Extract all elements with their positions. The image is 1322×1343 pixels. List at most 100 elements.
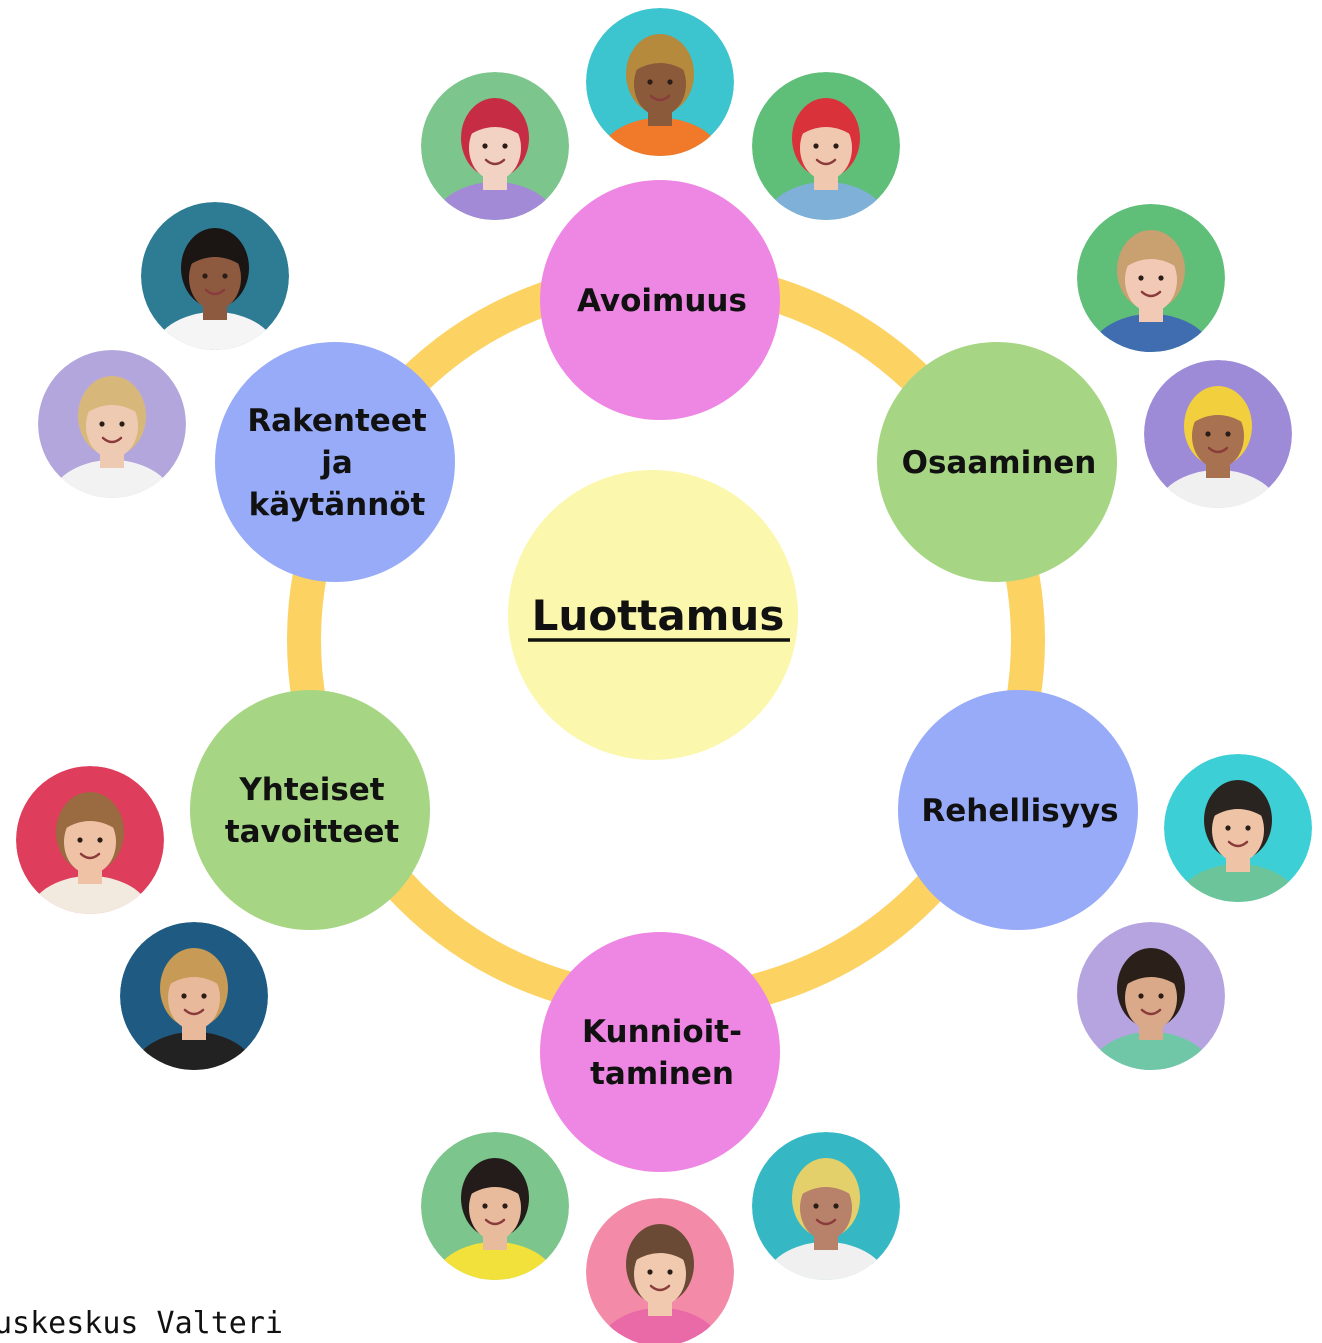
avatar-eye	[1205, 431, 1211, 437]
node-rehellisyys: Rehellisyys	[898, 690, 1138, 930]
center-label: Luottamus	[532, 591, 785, 640]
avatar-eye	[222, 273, 228, 279]
node-circle-rakenteet-ja-kaytannot	[215, 342, 455, 582]
avatar-eye	[1138, 993, 1144, 999]
avatar-eye	[181, 993, 187, 999]
avatar-shoulders	[1089, 1032, 1213, 1070]
node-label-avoimuus: Avoimuus	[577, 283, 747, 319]
avatar-face	[800, 116, 852, 180]
avatar-shoulders	[50, 460, 174, 498]
avatar-smile	[484, 1218, 506, 1226]
avatar-hairline	[82, 391, 142, 416]
avatar-shoulders	[1176, 864, 1300, 902]
avatar-smile	[815, 158, 837, 166]
node-yhteiset-tavoitteet: Yhteiset tavoitteet	[190, 690, 430, 930]
avatar-hairline	[1188, 401, 1248, 426]
avatar-smile	[1140, 290, 1162, 298]
portrait-short-dark-hair	[1164, 754, 1312, 902]
avatar-eye	[1158, 993, 1164, 999]
avatar-smile	[1227, 840, 1249, 848]
avatar-hairline	[796, 113, 856, 138]
node-avoimuus: Avoimuus	[540, 180, 780, 420]
avatar-eye	[201, 993, 207, 999]
node-circle-rehellisyys	[898, 690, 1138, 930]
avatar-face	[1125, 248, 1177, 312]
avatar-shoulders	[28, 876, 152, 914]
avatar-face	[86, 394, 138, 458]
avatar-eye	[502, 1203, 508, 1209]
avatar-shoulders	[764, 182, 888, 220]
node-rakenteet-ja-kaytannot: Rakenteet ja käytännöt	[215, 342, 455, 582]
avatar-eye	[97, 837, 103, 843]
avatar-eye	[502, 143, 508, 149]
avatar-shoulders	[132, 1032, 256, 1070]
avatar-shoulders	[153, 312, 277, 350]
avatar-smile	[101, 436, 123, 444]
avatar-smile	[204, 288, 226, 296]
avatar-eye	[813, 1203, 819, 1209]
node-circle-kunnioittaminen	[540, 932, 780, 1172]
avatar-smile	[815, 1218, 837, 1226]
avatar-eye	[119, 421, 125, 427]
portrait-ponytail	[586, 1198, 734, 1343]
node-circle-avoimuus	[540, 180, 780, 420]
avatar-hairline	[164, 963, 224, 988]
node-label-rehellisyys: Rehellisyys	[921, 793, 1118, 829]
avatar-face	[1192, 404, 1244, 468]
node-label-kunnioittaminen: taminen	[590, 1056, 734, 1092]
portrait-wavy-blonde	[38, 350, 186, 498]
avatar-face	[469, 1176, 521, 1240]
footer-credit: uskeskus Valteri	[0, 1306, 283, 1341]
avatar-hairline	[1121, 245, 1181, 270]
portrait-smiling-man	[120, 922, 268, 1070]
node-label-rakenteet-ja-kaytannot: käytännöt	[249, 487, 426, 523]
avatar-face	[800, 1176, 852, 1240]
avatar-face	[634, 52, 686, 116]
center-circle	[508, 470, 798, 760]
portrait-red-hair	[421, 72, 569, 220]
avatar-hairline	[185, 243, 245, 268]
node-label-rakenteet-ja-kaytannot: ja	[319, 445, 353, 481]
avatar-smile	[183, 1008, 205, 1016]
avatar-hairline	[796, 1173, 856, 1198]
node-label-yhteiset-tavoitteet: Yhteiset	[238, 772, 384, 808]
avatar-face	[168, 966, 220, 1030]
avatar-face	[634, 1242, 686, 1306]
value-nodes: AvoimuusOsaaminenRehellisyysKunnioit-tam…	[190, 180, 1138, 1172]
avatar-hairline	[1208, 795, 1268, 820]
portrait-blonde-bun	[1077, 204, 1225, 352]
node-label-osaaminen: Osaaminen	[902, 445, 1097, 481]
avatar-shoulders	[764, 1242, 888, 1280]
node-label-yhteiset-tavoitteet: tavoitteet	[225, 814, 400, 850]
avatar-eye	[482, 1203, 488, 1209]
avatar-shoulders	[1089, 314, 1213, 352]
avatar-eye	[667, 79, 673, 85]
avatar-smile	[649, 1284, 671, 1292]
node-label-kunnioittaminen: Kunnioit-	[582, 1014, 742, 1050]
avatar-smile	[484, 158, 506, 166]
avatar-face	[1125, 966, 1177, 1030]
avatar-smile	[1140, 1008, 1162, 1016]
portrait-red-beret	[752, 72, 900, 220]
avatar-eye	[1138, 275, 1144, 281]
center-node: Luottamus	[508, 470, 798, 760]
avatar-shoulders	[433, 1242, 557, 1280]
avatar-smile	[649, 94, 671, 102]
avatar-eye	[1245, 825, 1251, 831]
avatar-eye	[813, 143, 819, 149]
avatar-hairline	[630, 1239, 690, 1264]
portrait-avatars	[16, 8, 1312, 1343]
avatar-smile	[1207, 446, 1229, 454]
portrait-yellow-sweater	[421, 1132, 569, 1280]
node-circle-yhteiset-tavoitteet	[190, 690, 430, 930]
node-osaaminen: Osaaminen	[877, 342, 1117, 582]
node-label-rakenteet-ja-kaytannot: Rakenteet	[247, 403, 427, 439]
avatar-eye	[202, 273, 208, 279]
avatar-eye	[1225, 431, 1231, 437]
avatar-eye	[77, 837, 83, 843]
avatar-hairline	[465, 1173, 525, 1198]
avatar-face	[469, 116, 521, 180]
avatar-face	[1212, 798, 1264, 862]
avatar-eye	[667, 1269, 673, 1275]
